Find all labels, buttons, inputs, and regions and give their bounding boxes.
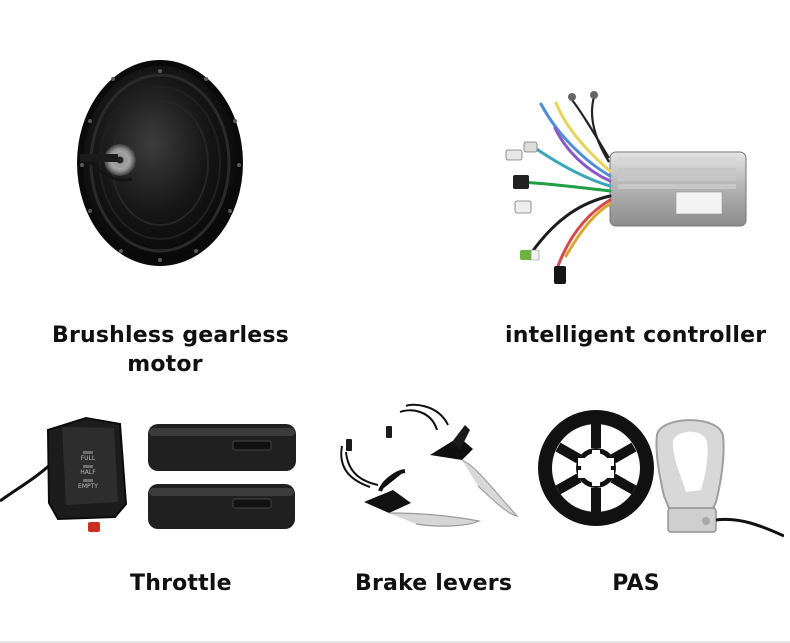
throttle-indicator-half: HALF [80, 469, 96, 476]
throttle-indicator-full: FULL [81, 455, 96, 462]
controller-image [498, 80, 750, 290]
motor-image [72, 55, 250, 270]
controller-label: intelligent controller [505, 323, 767, 348]
pas-image [536, 404, 785, 542]
pas-label: PAS [612, 571, 660, 596]
brake-levers-label: Brake levers [355, 571, 513, 596]
motor-label-line2: motor [127, 352, 203, 377]
brake-levers-image [336, 402, 521, 540]
motor-label-line1: Brushless gearless [52, 323, 289, 348]
bottom-divider [0, 641, 790, 643]
throttle-image: FULL HALF EMPTY [0, 408, 304, 538]
throttle-label: Throttle [130, 571, 232, 596]
throttle-indicator-empty: EMPTY [78, 483, 98, 490]
